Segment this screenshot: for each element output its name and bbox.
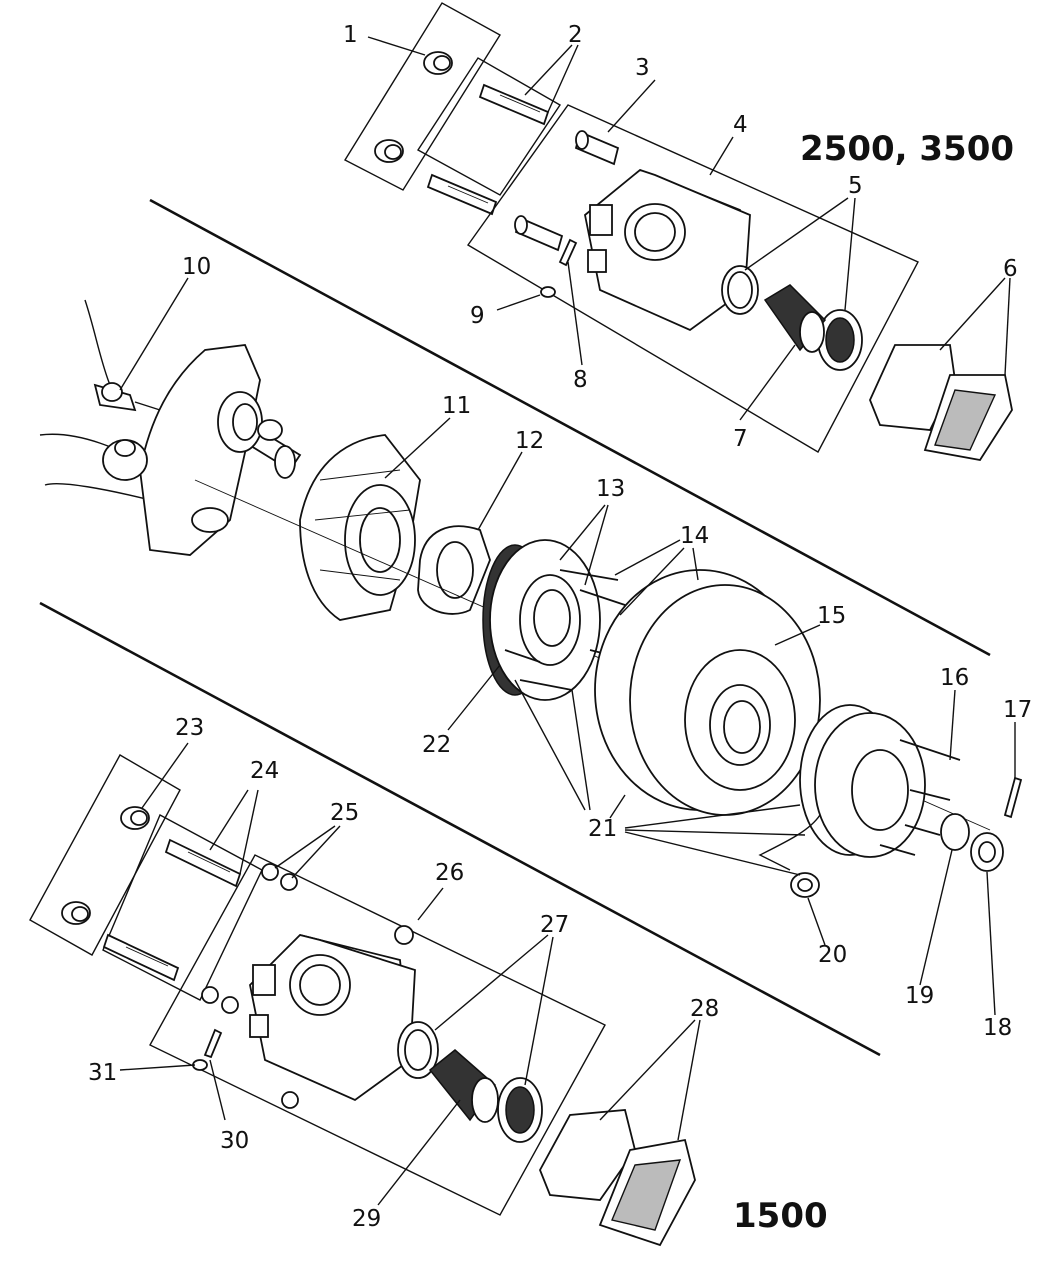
guide-pins-part-2 [426,83,550,216]
bushings-part-25 [201,863,414,1109]
callout-numbers: 1 2 3 4 5 6 7 8 9 10 11 12 13 14 15 16 1… [88,22,1032,1232]
caliper-box-upper [466,104,919,453]
bushing-kit-box-lower [29,754,181,956]
brake-pads-part-28 [539,1109,696,1247]
piston-seal-part-27 [397,1021,543,1143]
callout-17: 17 [1003,697,1032,723]
callout-22: 22 [422,732,451,758]
callout-1: 1 [343,22,358,48]
callout-7: 7 [733,426,748,452]
callout-6: 6 [1003,256,1018,282]
callout-13: 13 [596,476,625,502]
washer-part-19 [940,813,970,851]
callout-30: 30 [220,1128,249,1154]
guide-pin-box-upper [417,57,561,196]
callout-28: 28 [690,996,719,1022]
callout-16: 16 [940,665,969,691]
guide-pins-part-24 [102,838,242,982]
piston-part-7 [763,284,827,353]
wheel-speed-sensor-part-10 [93,382,161,412]
lower-caliper-group [29,754,696,1247]
callout-23: 23 [175,715,204,741]
callout-9: 9 [470,303,485,329]
leader-lines [119,36,1016,1206]
callout-20: 20 [818,942,847,968]
caliper-body-part-26 [249,934,416,1102]
callout-3: 3 [635,55,650,81]
bleeder-cap-part-9 [540,286,556,298]
callout-10: 10 [182,254,211,280]
bleeder-screw-part-8 [558,238,578,267]
brake-rotor-part-15 [594,569,821,816]
callout-27: 27 [540,912,569,938]
piston-seal-part-5 [721,265,863,371]
callout-8: 8 [573,367,588,393]
bushing-kit-box-upper [344,2,501,191]
callout-21: 21 [588,816,617,842]
dust-shield-part-11 [299,434,421,621]
piston-part-29 [428,1049,499,1123]
callout-31: 31 [88,1060,117,1086]
hub-bearing-part-13 [482,539,631,701]
callout-25: 25 [330,800,359,826]
callout-15: 15 [817,603,846,629]
callout-5: 5 [848,173,863,199]
bleeder-cap-part-31 [192,1059,208,1071]
caliper-body-part-4 [584,168,751,332]
callout-12: 12 [515,428,544,454]
callout-14: 14 [680,523,709,549]
bushing-part-23 [61,806,150,925]
mounting-bolts-part-3 [514,130,620,252]
callout-19: 19 [905,983,934,1009]
callout-4: 4 [733,112,748,138]
cotter-pin-part-17 [1003,776,1023,819]
upper-caliper-group [344,2,1013,461]
callout-26: 26 [435,860,464,886]
caliper-box-lower [149,854,606,1216]
callout-24: 24 [250,758,279,784]
section-dividers [39,198,991,1057]
brake-pads-part-6 [869,344,1013,461]
callout-11: 11 [442,393,471,419]
model-label-lower: 1500 [733,1196,828,1236]
callout-18: 18 [983,1015,1012,1041]
bushing-part-1 [374,51,453,163]
steering-knuckle [39,299,302,556]
model-label-upper: 2500, 3500 [800,129,1014,169]
gasket-part-12 [417,525,491,615]
bleeder-screw-part-30 [203,1028,223,1059]
hub-with-studs-part-16 [799,704,961,858]
callout-29: 29 [352,1206,381,1232]
guide-pin-box-lower [102,814,263,1001]
callout-2: 2 [568,22,583,48]
